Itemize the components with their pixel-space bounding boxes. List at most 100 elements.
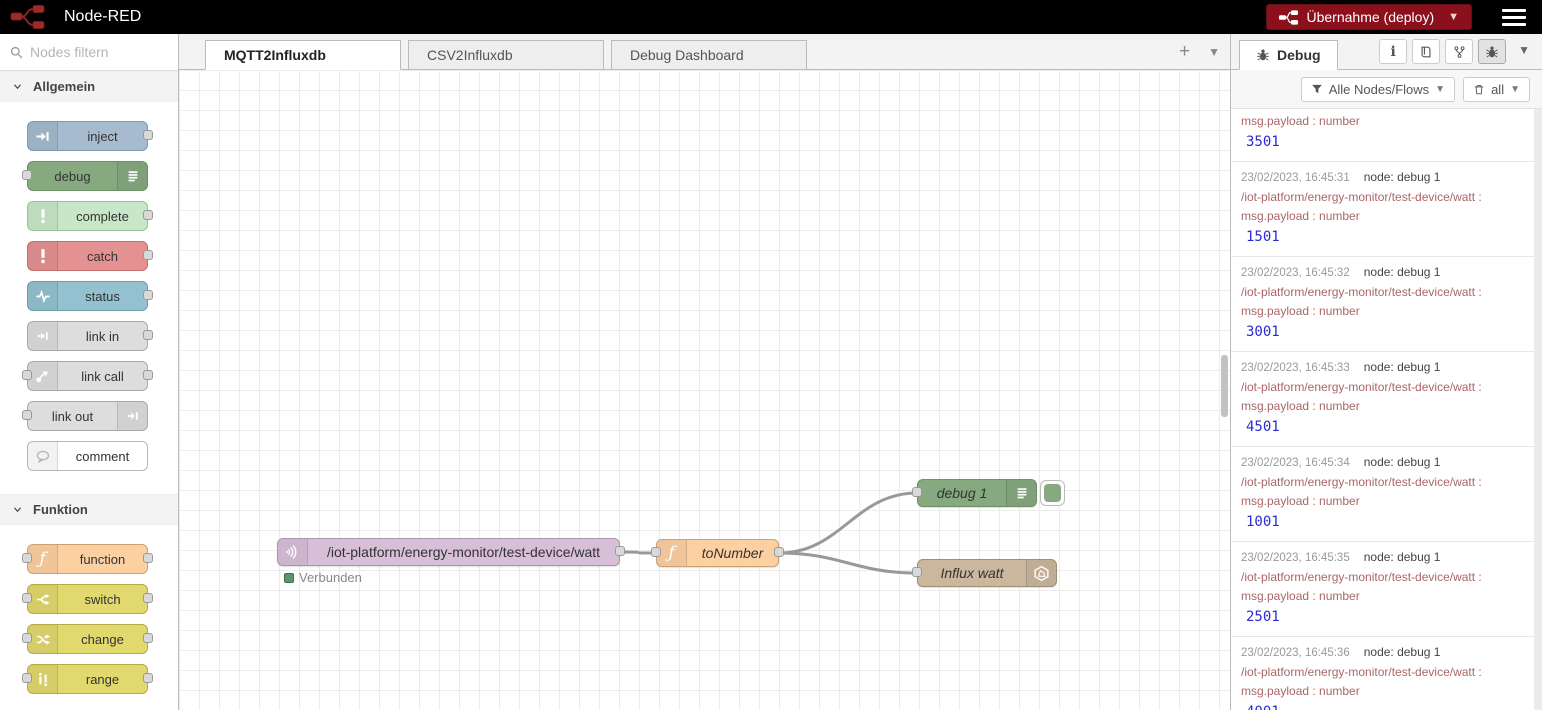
node-output-port[interactable]	[143, 130, 153, 140]
main-menu-button[interactable]	[1502, 9, 1526, 26]
message-payload-value[interactable]: 3001	[1241, 321, 1524, 344]
node-input-port[interactable]	[22, 410, 32, 420]
node-input-port[interactable]	[22, 633, 32, 643]
node-output-port[interactable]	[143, 593, 153, 603]
message-property-type[interactable]: msg.payload : number	[1241, 207, 1524, 226]
message-payload-value[interactable]: 1501	[1241, 226, 1524, 249]
sidebar-tabbar: Debug i ▼	[1231, 34, 1542, 70]
node-output-port[interactable]	[143, 250, 153, 260]
palette-node-change[interactable]: change	[27, 624, 148, 654]
flow-node-mqtt[interactable]: /iot-platform/energy-monitor/test-device…	[277, 538, 620, 566]
node-output-port[interactable]	[143, 673, 153, 683]
sidebar-button-branch-icon[interactable]	[1445, 39, 1473, 64]
message-payload-value[interactable]: 3501	[1241, 131, 1524, 154]
node-output-port[interactable]	[143, 633, 153, 643]
debug-enable-toggle[interactable]	[1040, 480, 1065, 506]
palette-node-range[interactable]: range	[27, 664, 148, 694]
debug-list-icon	[126, 169, 140, 183]
node-input-port[interactable]	[22, 370, 32, 380]
palette-node-label: change	[58, 625, 147, 653]
palette-search-input[interactable]: Nodes filtern	[0, 34, 178, 71]
message-node-ref[interactable]: node: debug 1	[1364, 265, 1441, 279]
palette-node-status[interactable]: status	[27, 281, 148, 311]
palette-node-catch[interactable]: catch	[27, 241, 148, 271]
message-payload-value[interactable]: 4001	[1241, 701, 1524, 710]
sidebar-collapse-caret-icon[interactable]: ▼	[1518, 43, 1530, 57]
flow-list-caret-icon[interactable]: ▼	[1208, 45, 1220, 59]
message-property-type[interactable]: msg.payload : number	[1241, 682, 1524, 701]
palette-category-label: Allgemein	[33, 79, 95, 94]
add-flow-button[interactable]: +	[1179, 42, 1190, 61]
message-node-ref[interactable]: node: debug 1	[1364, 170, 1441, 184]
canvas-scrollbar[interactable]	[1221, 355, 1228, 417]
message-property-type[interactable]: msg.payload : number	[1241, 397, 1524, 416]
sidebar-button-bug-icon[interactable]	[1478, 39, 1506, 64]
header-bar: Node-RED Übernahme (deploy) ▼	[0, 0, 1542, 34]
flow-canvas[interactable]: /iot-platform/energy-monitor/test-device…	[179, 70, 1230, 710]
node-output-port[interactable]	[143, 210, 153, 220]
node-input-port[interactable]	[912, 487, 922, 497]
message-payload-value[interactable]: 1001	[1241, 511, 1524, 534]
node-output-port[interactable]	[143, 370, 153, 380]
deploy-caret-icon[interactable]: ▼	[1448, 11, 1459, 23]
node-input-port[interactable]	[22, 553, 32, 563]
node-input-port[interactable]	[22, 673, 32, 683]
node-input-port[interactable]	[912, 567, 922, 577]
debug-clear-button[interactable]: all ▼	[1463, 77, 1530, 102]
node-input-port[interactable]	[22, 170, 32, 180]
flow-tab-debug-dashboard[interactable]: Debug Dashboard	[611, 40, 807, 70]
sidebar-button-info-icon[interactable]: i	[1379, 39, 1407, 64]
message-property-type[interactable]: msg.payload : number	[1241, 112, 1524, 131]
node-output-port[interactable]	[615, 546, 625, 556]
deploy-button[interactable]: Übernahme (deploy) ▼	[1266, 4, 1472, 30]
message-node-ref[interactable]: node: debug 1	[1364, 645, 1441, 659]
message-property-type[interactable]: msg.payload : number	[1241, 302, 1524, 321]
palette-node-link-out[interactable]: link out	[27, 401, 148, 431]
palette-node-label: switch	[58, 585, 147, 613]
palette-node-debug[interactable]: debug	[27, 161, 148, 191]
message-node-ref[interactable]: node: debug 1	[1364, 360, 1441, 374]
tab-debug[interactable]: Debug	[1239, 40, 1338, 70]
palette-category-allgemein[interactable]: Allgemein	[0, 71, 178, 102]
palette-node-label: debug	[28, 162, 117, 190]
node-output-port[interactable]	[143, 290, 153, 300]
sidebar-button-book-icon[interactable]	[1412, 39, 1440, 64]
debug-filter-button[interactable]: Alle Nodes/Flows ▼	[1301, 77, 1455, 102]
message-timestamp: 23/02/2023, 16:45:32	[1241, 267, 1350, 279]
node-output-port[interactable]	[143, 553, 153, 563]
palette-node-switch[interactable]: switch	[27, 584, 148, 614]
flow-tab-mqtt2influxdb[interactable]: MQTT2Influxdb	[205, 40, 401, 70]
message-payload-value[interactable]: 4501	[1241, 416, 1524, 439]
flow-node-debug1[interactable]: debug 1	[917, 479, 1037, 507]
trash-icon	[1473, 83, 1485, 96]
message-property-type[interactable]: msg.payload : number	[1241, 587, 1524, 606]
palette-node-link-in[interactable]: link in	[27, 321, 148, 351]
node-output-port[interactable]	[143, 330, 153, 340]
palette-node-complete[interactable]: complete	[27, 201, 148, 231]
palette-node-link-call[interactable]: link call	[27, 361, 148, 391]
node-output-port[interactable]	[774, 547, 784, 557]
palette-node-inject[interactable]: inject	[27, 121, 148, 151]
palette-node-comment[interactable]: comment	[27, 441, 148, 471]
flow-tab-csv2influxdb[interactable]: CSV2Influxdb	[408, 40, 604, 70]
palette-category-funktion[interactable]: Funktion	[0, 494, 178, 525]
node-input-port[interactable]	[651, 547, 661, 557]
message-node-ref[interactable]: node: debug 1	[1364, 550, 1441, 564]
message-payload-value[interactable]: 2501	[1241, 606, 1524, 629]
flow-node-influx[interactable]: Influx watt	[917, 559, 1057, 587]
palette-node-label: range	[58, 665, 147, 693]
message-property-type[interactable]: msg.payload : number	[1241, 492, 1524, 511]
node-input-port[interactable]	[22, 593, 32, 603]
message-node-ref[interactable]: node: debug 1	[1364, 455, 1441, 469]
status-text: Verbunden	[299, 570, 362, 585]
